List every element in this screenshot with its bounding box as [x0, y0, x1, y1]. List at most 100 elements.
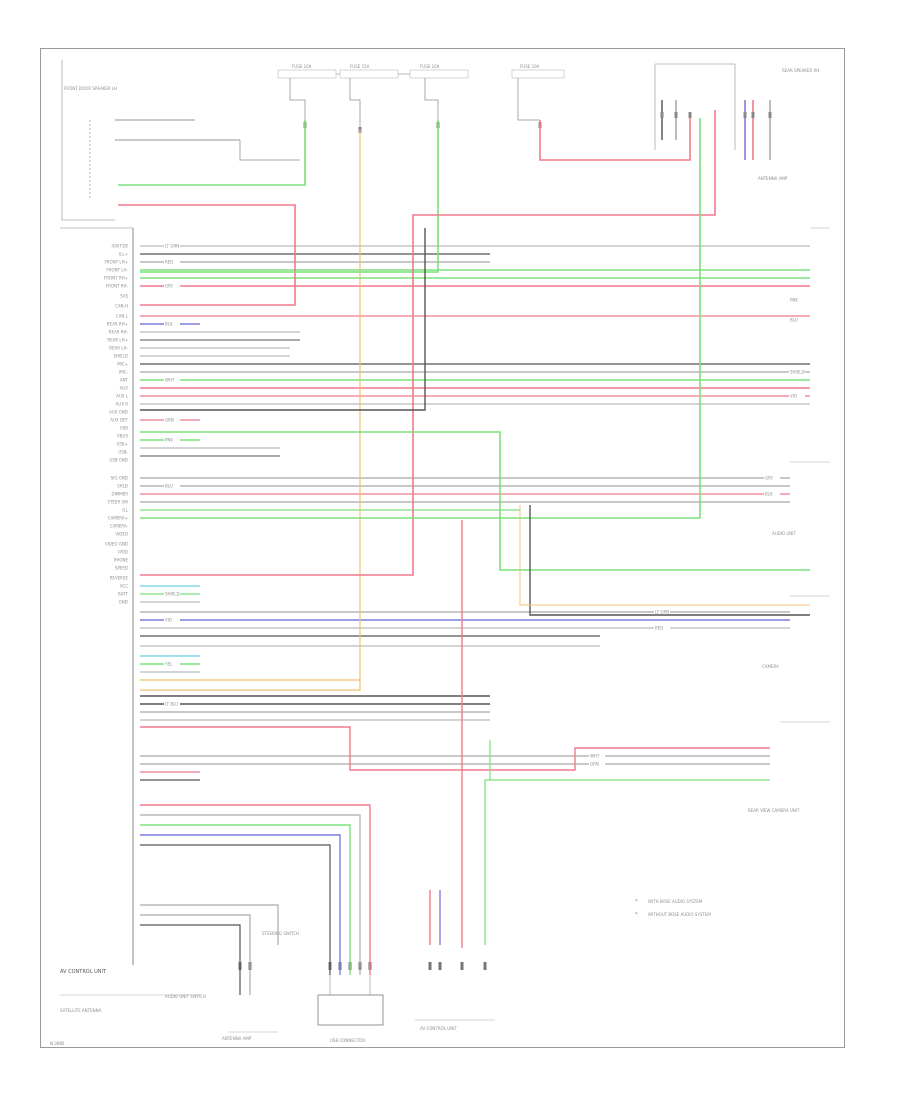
steering-switch-label: STEERING SWITCH — [262, 931, 299, 936]
wire-label-bg — [789, 369, 805, 375]
connector-pin — [768, 112, 772, 118]
wire-color-label: YEL — [164, 662, 173, 667]
wire-label-bg — [789, 393, 805, 399]
pin-label: USB GND — [109, 458, 128, 463]
legend-item-2: WITHOUT BOSE AUDIO SYSTEM — [648, 912, 711, 917]
wire-label-bg — [164, 377, 180, 383]
wire-label-bg — [164, 417, 180, 423]
wire-color-label: RED — [165, 260, 173, 265]
antenna-amp-label: ANTENNA AMP — [758, 176, 788, 181]
fuse-1-label: FUSE 10A — [292, 64, 312, 69]
usb-connector-label: USB CONNECTOR — [330, 1038, 365, 1043]
wire-label-bg — [654, 609, 670, 615]
wire-label-bg — [164, 617, 180, 623]
pin-label: SIG GND — [111, 476, 128, 481]
pin-label: REAR RH+ — [107, 322, 128, 327]
main-unit-title-group: AV CONTROL UNIT SATELLITE ANTENNA AUDIO … — [60, 969, 206, 1013]
wire-color-label: LT GRN — [165, 244, 179, 249]
connector-pin — [688, 112, 692, 118]
connector-pin — [460, 962, 464, 970]
pin-label: STEER SW — [107, 500, 128, 505]
legend-mark-1: * — [635, 899, 638, 905]
wire-color-label: GRN — [165, 418, 174, 423]
pin-label: VIDEO — [115, 532, 128, 537]
pin-label: DIMMER — [112, 492, 129, 497]
wire-label-bg — [589, 761, 605, 767]
wire-color-label: WHT — [165, 378, 175, 383]
wire-label-bg — [164, 591, 180, 597]
rear-unit-label: REAR VIEW CAMERA UNIT — [748, 808, 800, 813]
pin-label: AUX L — [116, 394, 129, 399]
pin-label: GND — [119, 600, 128, 605]
connector-pin — [674, 112, 678, 118]
pin-label: USB+ — [116, 442, 128, 447]
pin-label: CAN-L — [116, 314, 129, 319]
pin-label: REAR LH- — [109, 346, 128, 351]
bottom-switch-label: AUDIO UNIT SWITCH — [165, 994, 206, 999]
pin-label: USB — [120, 426, 128, 431]
pin-label: AUX R — [116, 402, 129, 407]
pin-label: AUX GND — [109, 410, 128, 415]
footer-code: N 3980 — [50, 1041, 65, 1046]
connector-pin — [660, 112, 664, 118]
top-left-speaker: FRONT DOOR SPEAKER LH — [61, 60, 300, 221]
connector-pin — [438, 962, 442, 970]
av-control-label: AV CONTROL UNIT — [420, 1026, 457, 1031]
wire-label-bg — [654, 625, 670, 631]
pin-label: CAN-H — [115, 304, 128, 309]
wire-color-label: GRN — [590, 762, 599, 767]
wire-label-bg — [789, 317, 805, 323]
wire-color-label: PNK — [790, 298, 798, 303]
av-control-lower: AV CONTROL UNIT — [415, 890, 495, 1031]
pin-label: IGN FDE — [112, 244, 129, 249]
legend-mark-2: * — [635, 912, 638, 918]
wire-color-label: VIO — [165, 618, 172, 623]
wire-color-label: BLU — [790, 318, 798, 323]
wire-label-bg — [764, 491, 780, 497]
wire-color-label: GRY — [765, 476, 774, 481]
wire-label-bg — [164, 259, 180, 265]
fuse-4-label: FUSE 10A — [520, 64, 540, 69]
connector-pin — [751, 112, 755, 118]
audio-unit-label: AUDIO UNIT — [772, 531, 796, 536]
wire-label-bg — [764, 475, 780, 481]
pin-label: MIC- — [119, 370, 128, 375]
legend: * WITH BOSE AUDIO SYSTEM * WITHOUT BOSE … — [635, 899, 711, 918]
wire-color-label: PNK — [165, 438, 173, 443]
pin-label: IPOD — [118, 550, 128, 555]
pin-label: PHONE — [114, 558, 129, 563]
usb-connector: USB CONNECTOR — [140, 804, 384, 1043]
pin-label: ANT — [120, 378, 129, 383]
wire-color-label: BLK — [765, 492, 773, 497]
pin-label: AUX — [120, 386, 129, 391]
wire-color-label: WHT — [590, 754, 600, 759]
wire-label-bg — [164, 283, 180, 289]
wire-label-bg — [164, 321, 180, 327]
wire-color-label: RED — [655, 626, 663, 631]
wire-label-bg — [589, 753, 605, 759]
harness-wires: LT GRN RED GRY BLK WHT GRN PNK BLU SHIELD VIO YEL L… — [140, 112, 810, 970]
legend-item-1: WITH BOSE AUDIO SYSTEM — [648, 899, 703, 904]
pin-label: REVERSE — [110, 576, 129, 581]
pin-label: FRONT RH+ — [104, 276, 128, 281]
wire-color-label: SHIELD — [790, 370, 805, 375]
pin-label: AUX DET — [110, 418, 128, 423]
wire-color-label: LT GRN — [655, 610, 669, 615]
fuse-2-label: FUSE 15A — [350, 64, 370, 69]
wire-color-label: GRY — [165, 284, 174, 289]
pin-label: SPEED — [115, 566, 128, 571]
wire-color-label: SHIELD — [165, 592, 180, 597]
pin-label: SHIELD — [113, 354, 128, 359]
pin-label: FRONT LH+ — [104, 260, 128, 265]
pin-label: ACC — [120, 584, 128, 589]
pin-label: ILL — [122, 508, 128, 513]
pin-label: USB- — [118, 450, 128, 455]
wire-label-bg — [164, 437, 180, 443]
wire-label-bg — [164, 701, 180, 707]
wire-label-bg — [164, 243, 180, 249]
top-left-speaker-label: FRONT DOOR SPEAKER LH — [64, 86, 117, 91]
fuse-3-label: FUSE 10A — [420, 64, 440, 69]
pin-label: VBUS — [117, 434, 128, 439]
